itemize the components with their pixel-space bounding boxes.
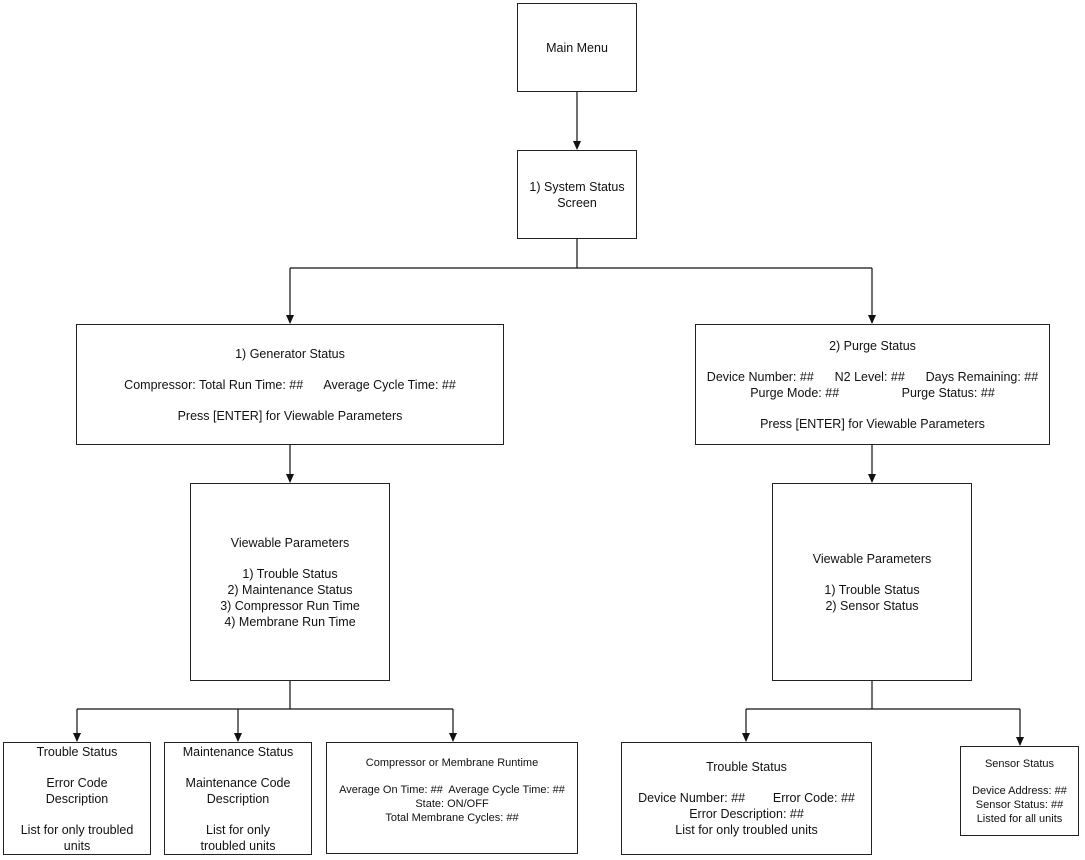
generator-status-title: 1) Generator Status: [235, 346, 345, 361]
generator-enter-hint: Press [ENTER] for Viewable Parameters: [177, 408, 403, 423]
purge-trouble-title: Trouble Status: [706, 760, 787, 774]
generator-params-item: 2) Maintenance Status: [227, 582, 353, 597]
gen-maintenance-box[interactable]: Maintenance Status Maintenance Code Desc…: [164, 742, 312, 855]
purge-sensor-box[interactable]: Sensor Status Device Address: ## Sensor …: [960, 746, 1079, 836]
generator-params-title: Viewable Parameters: [230, 535, 350, 550]
purge-trouble-line: List for only troubled units: [675, 823, 818, 837]
purge-sensor-line: Sensor Status: ##: [975, 798, 1064, 811]
gen-runtime-title: Compressor or Membrane Runtime: [365, 757, 539, 769]
gen-maintenance-desc: Maintenance Code: [185, 775, 291, 790]
main-menu-label: Main Menu: [546, 40, 608, 55]
purge-status-line-2: Purge Mode: ## Purge Status: ##: [750, 385, 995, 400]
gen-trouble-box[interactable]: Trouble Status Error Code Description Li…: [3, 742, 151, 855]
gen-maintenance-note: List for only: [206, 822, 270, 837]
main-menu-box[interactable]: Main Menu: [517, 3, 637, 92]
gen-trouble-desc: Error Code: [46, 775, 108, 790]
gen-trouble-note: List for only troubled: [20, 822, 134, 837]
gen-trouble-note: units: [63, 838, 91, 853]
gen-maintenance-note: troubled units: [200, 838, 276, 853]
gen-runtime-line: State: ON/OFF: [415, 798, 489, 810]
purge-sensor-line: Listed for all units: [976, 812, 1063, 825]
purge-params-item: 1) Trouble Status: [824, 582, 920, 597]
purge-trouble-line: Error Description: ##: [689, 807, 804, 821]
generator-params-item: 4) Membrane Run Time: [224, 614, 356, 629]
purge-params-item: 2) Sensor Status: [825, 598, 919, 613]
purge-params-title: Viewable Parameters: [812, 551, 932, 566]
purge-trouble-box[interactable]: Trouble Status Device Number: ## Error C…: [621, 742, 872, 855]
generator-params-item: 3) Compressor Run Time: [220, 598, 360, 613]
purge-trouble-line: Device Number: ## Error Code: ##: [638, 791, 855, 805]
purge-params-box[interactable]: Viewable Parameters 1) Trouble Status 2)…: [772, 483, 972, 681]
purge-status-title: 2) Purge Status: [829, 338, 916, 353]
generator-params-box[interactable]: Viewable Parameters 1) Trouble Status 2)…: [190, 483, 390, 681]
gen-maintenance-title: Maintenance Status: [182, 744, 294, 759]
purge-status-box[interactable]: 2) Purge Status Device Number: ## N2 Lev…: [695, 324, 1050, 445]
gen-trouble-desc: Description: [45, 791, 109, 806]
system-status-box[interactable]: 1) System Status Screen: [517, 150, 637, 239]
generator-run-times: Compressor: Total Run Time: ## Average C…: [124, 377, 456, 392]
purge-sensor-line: Device Address: ##: [972, 784, 1067, 797]
purge-status-line-1: Device Number: ## N2 Level: ## Days Rema…: [706, 369, 1039, 384]
gen-maintenance-desc: Description: [206, 791, 270, 806]
gen-runtime-line: Total Membrane Cycles: ##: [385, 812, 519, 824]
gen-trouble-title: Trouble Status: [36, 744, 118, 759]
purge-enter-hint: Press [ENTER] for Viewable Parameters: [760, 416, 985, 431]
gen-runtime-box[interactable]: Compressor or Membrane Runtime Average O…: [326, 742, 578, 854]
gen-runtime-line: Average On Time: ## Average Cycle Time: …: [339, 784, 565, 796]
generator-params-item: 1) Trouble Status: [242, 566, 338, 581]
generator-status-box[interactable]: 1) Generator Status Compressor: Total Ru…: [76, 324, 504, 445]
system-status-line-2: Screen: [557, 195, 597, 210]
purge-sensor-title: Sensor Status: [984, 757, 1055, 770]
system-status-line-1: 1) System Status: [529, 179, 625, 194]
